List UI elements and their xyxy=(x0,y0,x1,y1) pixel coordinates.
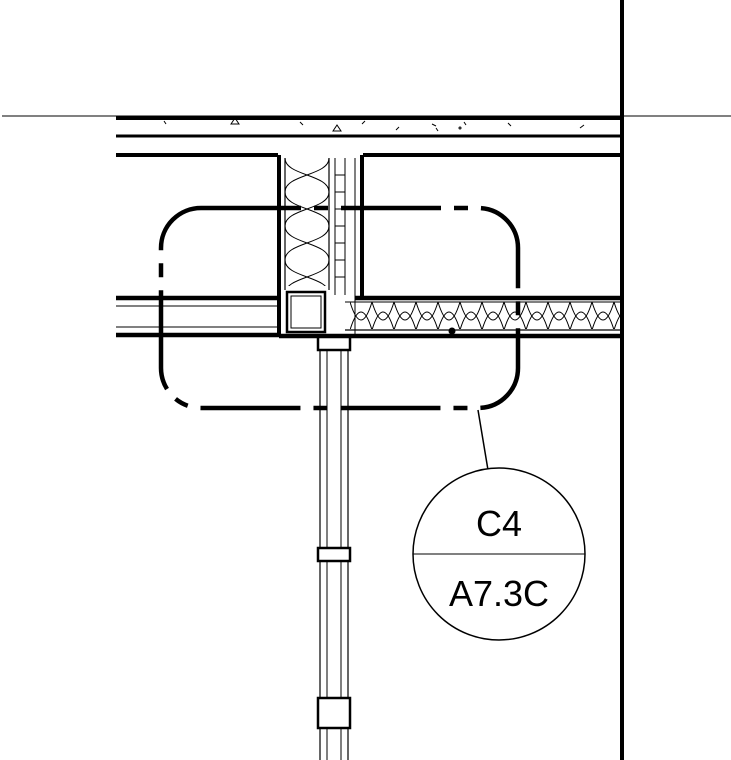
sheet-number: A7.3C xyxy=(449,573,549,614)
window-frame xyxy=(316,335,352,760)
soffit-insulation xyxy=(350,302,622,329)
detail-callout-bubble: C4 A7.3C xyxy=(412,467,586,641)
sheathing-ticks xyxy=(335,174,345,278)
fastener-dot xyxy=(448,327,456,335)
mullion-clip xyxy=(316,546,352,563)
wall-assembly xyxy=(277,155,364,337)
callout-leader-line xyxy=(477,409,489,471)
detail-callout-boundary xyxy=(158,205,521,411)
concrete-slab xyxy=(116,116,622,138)
concrete-hatch xyxy=(163,118,585,132)
wall-plate-block xyxy=(285,290,327,334)
left-ceiling-lines xyxy=(116,295,279,338)
mullion-clip xyxy=(316,696,352,730)
wall-insulation xyxy=(285,158,329,286)
detail-number: C4 xyxy=(476,503,522,544)
